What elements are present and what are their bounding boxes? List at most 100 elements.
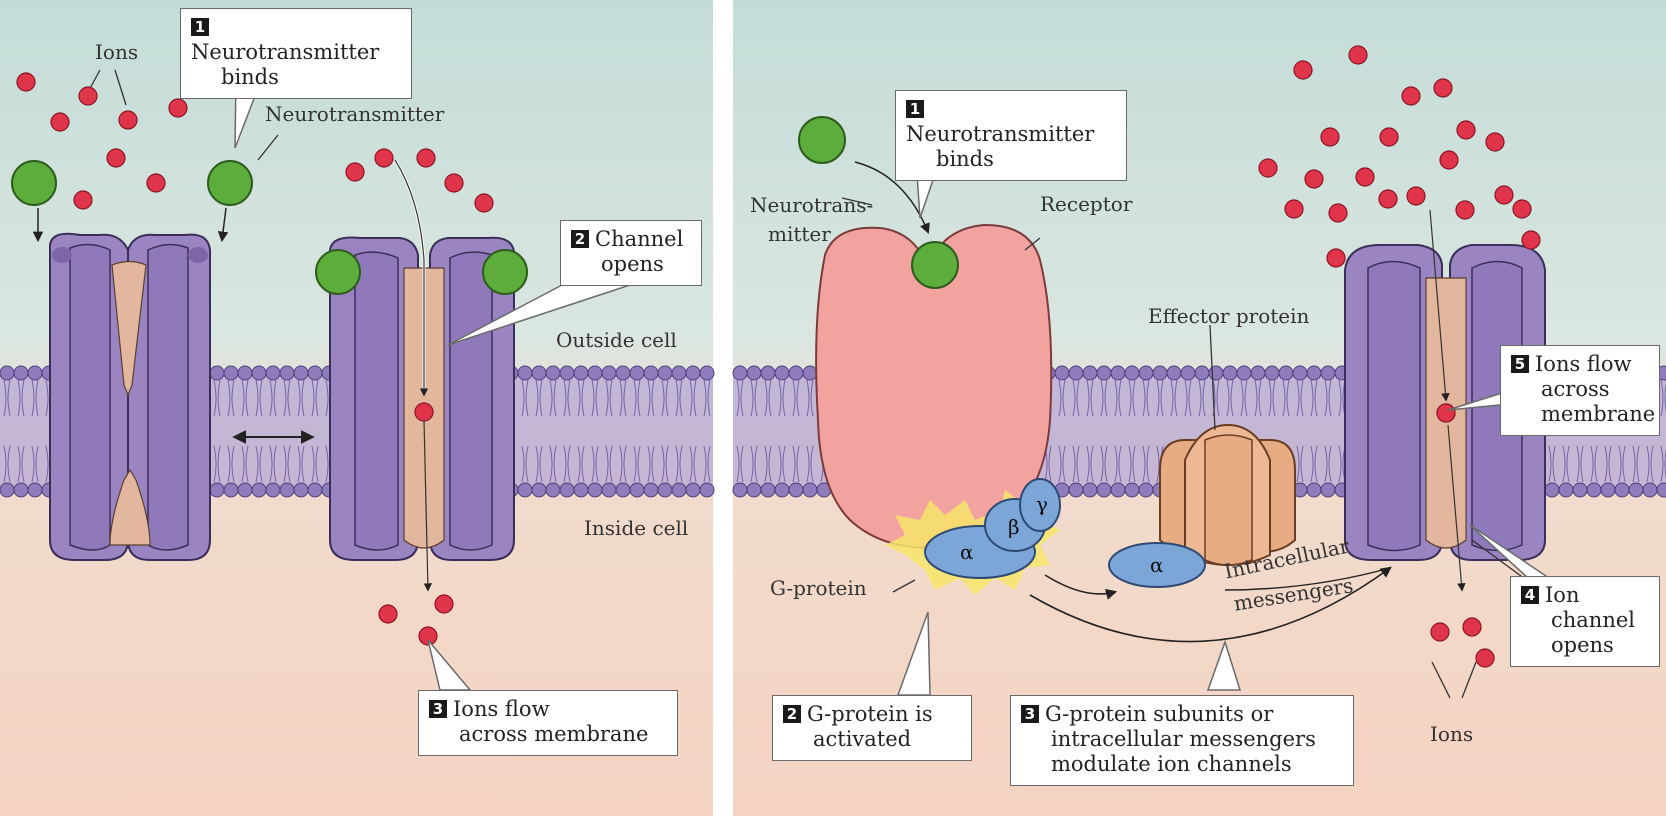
ion [106,148,126,168]
ion [1433,78,1453,98]
lipid-head [223,482,239,498]
lipid-tail [241,379,249,483]
lipid-head [671,482,687,498]
lipid-head [1572,482,1588,498]
lipid-head [760,365,776,381]
lipid-head [0,365,15,381]
ion [374,148,394,168]
g-protein-complex [924,478,1061,579]
lipid-tail [1072,379,1080,483]
ion [1326,248,1346,268]
lipid-head [1628,482,1644,498]
label-effector-protein: Effector protein [1148,304,1310,328]
lipid-head [573,365,589,381]
ion [1320,127,1340,147]
ion [1512,199,1532,219]
ion [146,173,166,193]
effector-protein [1108,423,1296,588]
label-receptor: Receptor [1040,192,1133,216]
lipid-tail [792,379,800,483]
lipid-tail [1254,379,1262,483]
lipid-head [657,365,673,381]
open-ion-channel [315,236,528,561]
lipid-head [1096,482,1112,498]
lipid-head [1558,482,1574,498]
lipid-tail [675,379,683,483]
lipid-head [732,482,748,498]
lipid-head [671,365,687,381]
label-ions-right: Ions [1430,722,1474,746]
label-inside-cell: Inside cell [584,516,689,540]
lipid-head [531,365,547,381]
lipid-tail [1128,379,1136,483]
ion [168,98,188,118]
lipid-tail [213,379,221,483]
lipid-head [13,365,29,381]
lipid-head [1110,482,1126,498]
lipid-tail [577,379,585,483]
lipid-tail [703,379,711,483]
lipid-head [1292,365,1308,381]
ion [1475,648,1495,668]
lipid-head [685,365,701,381]
label-alpha-effector: α [1150,553,1164,577]
lipid-tail [778,379,786,483]
ion [474,193,494,213]
lipid-head [1068,365,1084,381]
label-neurotransmitter-right-1: Neurotrans- [750,193,874,217]
lipid-tail [1100,379,1108,483]
lipid-head [251,365,267,381]
ion [1406,186,1426,206]
lipid-tail [311,379,319,483]
lipid-tail [1184,379,1192,483]
ion [1355,167,1375,187]
lipid-tail [31,379,39,483]
lipid-head [531,482,547,498]
lipid-head [1306,482,1322,498]
lipid-tail [227,379,235,483]
ion [345,162,365,182]
lipid-head [237,482,253,498]
lipid-tail [1338,379,1346,483]
lipid-tail [661,379,669,483]
lipid-head [1138,365,1154,381]
lipid-head [657,482,673,498]
lipid-head [1614,482,1630,498]
ion [1456,120,1476,140]
ion [1436,403,1456,423]
lipid-head [1642,482,1658,498]
lipid-head [27,365,43,381]
lipid-tail [1198,379,1206,483]
lipid-head [615,482,631,498]
lipid-head [1306,365,1322,381]
lipid-head [573,482,589,498]
lipid-head [279,482,295,498]
ion [1379,127,1399,147]
lipid-tail [1142,379,1150,483]
lipid-tail [283,379,291,483]
ion [1462,617,1482,637]
ion [416,148,436,168]
lipid-head [559,365,575,381]
lipid-head [1152,365,1168,381]
ion [444,173,464,193]
ion [1494,185,1514,205]
lipid-tail [633,379,641,483]
label-neurotransmitter-right-2: mitter [768,222,831,246]
lipid-head [209,482,225,498]
ion [434,594,454,614]
lipid-head [699,365,715,381]
lipid-head [601,482,617,498]
label-alpha: α [960,540,974,564]
lipid-tail [1212,379,1220,483]
lipid-head [1320,482,1336,498]
lipid-head [1096,365,1112,381]
lipid-tail [591,379,599,483]
label-neurotransmitter-left: Neurotransmitter [265,102,445,126]
lipid-head [1194,365,1210,381]
lipid-head [788,482,804,498]
ion [1378,189,1398,209]
lipid-tail [1170,379,1178,483]
